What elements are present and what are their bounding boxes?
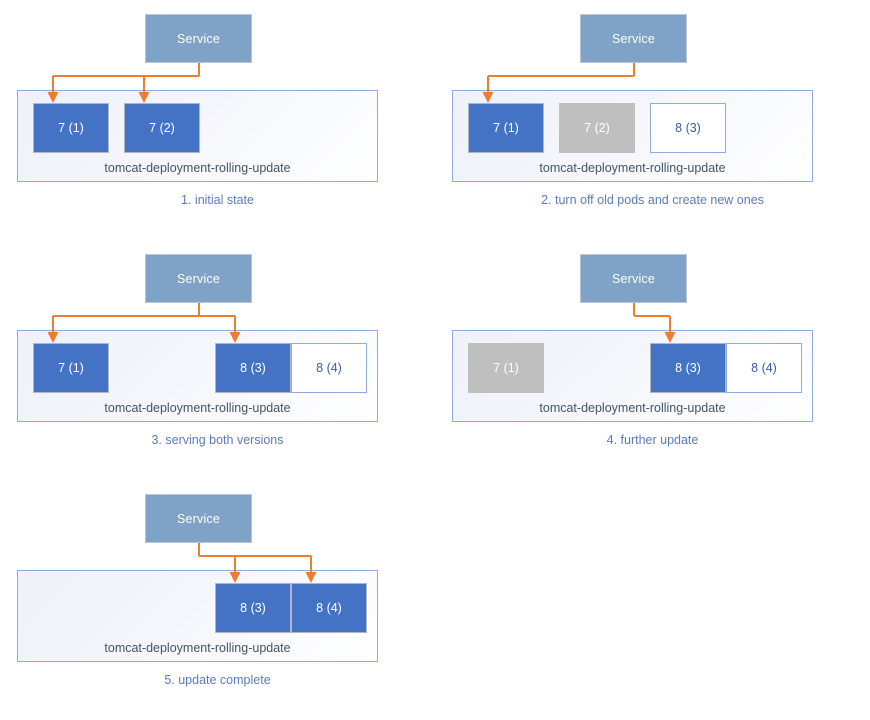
pod-label: 7 (1) <box>58 121 84 135</box>
deployment-container: 7 (1) 8 (3) 8 (4) tomcat-deployment-rolling… <box>452 330 813 422</box>
pod-label: 7 (1) <box>493 361 519 375</box>
deployment-container: 7 (1) 7 (2) 8 (3) tomcat-deployment-rolling… <box>452 90 813 182</box>
connector-line <box>198 543 311 557</box>
pod-box: 7 (2) <box>559 103 635 153</box>
pod-label: 8 (4) <box>316 601 342 615</box>
service-node: Service <box>145 254 252 303</box>
pod-box: 7 (1) <box>468 343 544 393</box>
deployment-name-label: tomcat-deployment-rolling-update <box>104 401 291 415</box>
pod-label: 8 (3) <box>675 121 701 135</box>
diagram-step-panel: Service 7 (1) 8 (3) 8 (4) tomcat-deployment-… <box>435 240 870 480</box>
diagram-step-panel: Service 7 (1) 8 (3) 8 (4) tomcat-deployment-… <box>0 240 435 480</box>
pod-label: 7 (2) <box>149 121 175 135</box>
step-caption: 3. serving both versions <box>151 433 284 447</box>
pod-box: 8 (3) <box>215 583 291 633</box>
diagram-step-panel: Service 8 (3) 8 (4) tomcat-deployment-rolli… <box>0 480 435 720</box>
service-label: Service <box>176 271 221 286</box>
service-label: Service <box>611 31 656 46</box>
pod-label: 8 (3) <box>240 601 266 615</box>
pod-box: 8 (3) <box>215 343 291 393</box>
pod-box: 8 (3) <box>650 343 726 393</box>
pod-box: 8 (4) <box>291 343 367 393</box>
pod-label: 8 (4) <box>751 361 777 375</box>
pod-box: 8 (4) <box>291 583 367 633</box>
service-label: Service <box>176 31 221 46</box>
service-node: Service <box>145 14 252 63</box>
deployment-name-label: tomcat-deployment-rolling-update <box>539 401 726 415</box>
service-node: Service <box>580 254 687 303</box>
service-node: Service <box>580 14 687 63</box>
pod-label: 8 (3) <box>240 361 266 375</box>
service-label: Service <box>176 511 221 526</box>
pod-box: 8 (3) <box>650 103 726 153</box>
pod-box: 7 (1) <box>33 103 109 153</box>
deployment-name-label: tomcat-deployment-rolling-update <box>104 641 291 655</box>
service-label: Service <box>611 271 656 286</box>
pod-label: 8 (3) <box>675 361 701 375</box>
pod-box: 7 (1) <box>468 103 544 153</box>
deployment-container: 7 (1) 7 (2) tomcat-deployment-rolling-upda… <box>17 90 378 182</box>
diagram-step-panel: Service 7 (1) 7 (2) tomcat-deployment-rolli… <box>0 0 435 240</box>
step-caption: 2. turn off old pods and create new ones <box>541 193 764 207</box>
pod-box: 7 (2) <box>124 103 200 153</box>
connector-line <box>53 63 200 77</box>
diagram-step-panel: Service 7 (1) 7 (2) 8 (3) tomcat-deployment-… <box>435 0 870 240</box>
service-node: Service <box>145 494 252 543</box>
pod-label: 7 (2) <box>584 121 610 135</box>
pod-label: 7 (1) <box>58 361 84 375</box>
pod-box: 7 (1) <box>33 343 109 393</box>
pod-label: 7 (1) <box>493 121 519 135</box>
deployment-container: 7 (1) 8 (3) 8 (4) tomcat-deployment-rolling… <box>17 330 378 422</box>
step-caption: 1. initial state <box>181 193 254 207</box>
step-caption: 5. update complete <box>164 673 271 687</box>
pod-box: 8 (4) <box>726 343 802 393</box>
deployment-name-label: tomcat-deployment-rolling-update <box>539 161 726 175</box>
deployment-container: 8 (3) 8 (4) tomcat-deployment-rolling-upda… <box>17 570 378 662</box>
deployment-name-label: tomcat-deployment-rolling-update <box>104 161 291 175</box>
connector-line <box>633 303 670 317</box>
connector-line <box>488 63 635 77</box>
pod-label: 8 (4) <box>316 361 342 375</box>
connector-line <box>53 303 235 317</box>
step-caption: 4. further update <box>606 433 699 447</box>
